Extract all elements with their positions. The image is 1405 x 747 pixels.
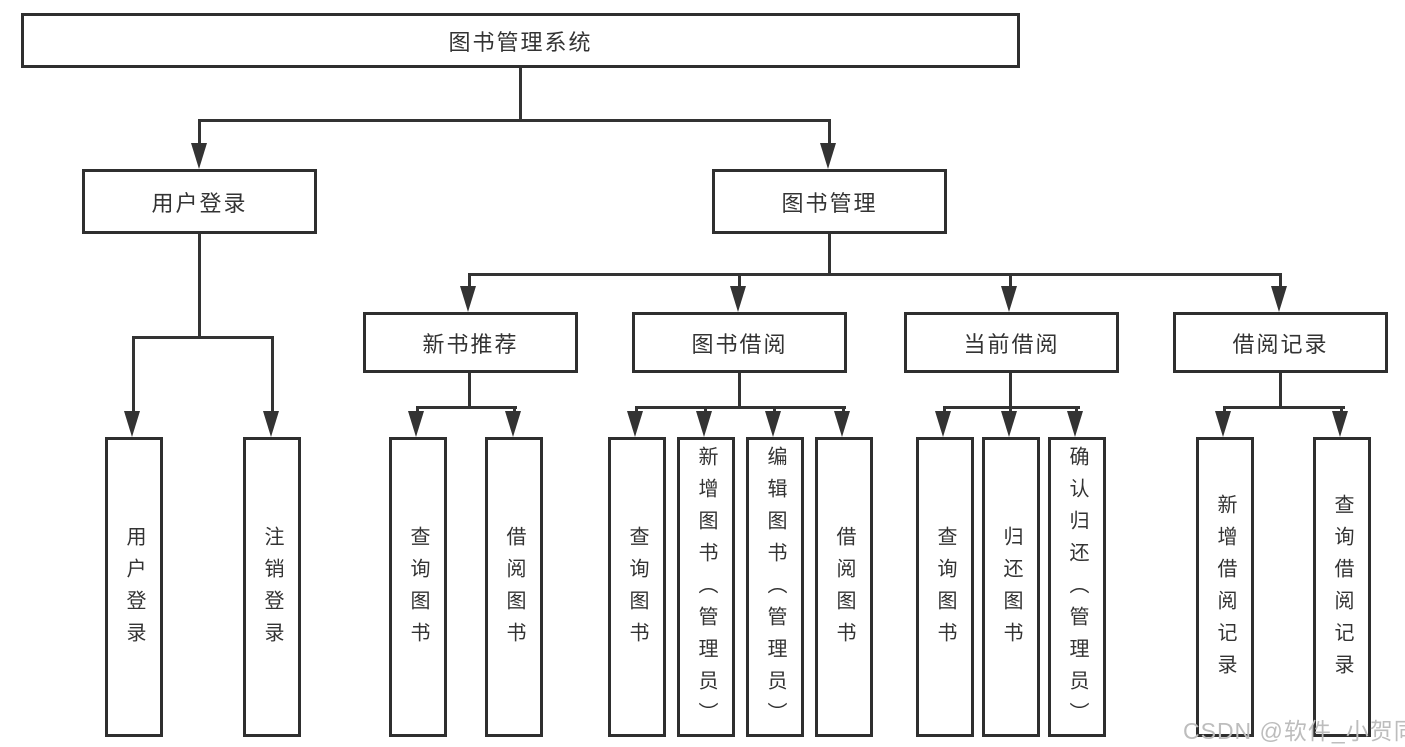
connector-line	[738, 273, 741, 286]
arrow-down-icon	[191, 143, 207, 169]
leaf-edit-books-admin: 编辑图书（管理员）	[746, 437, 804, 737]
leaf-query-books-recommend: 查询图书	[389, 437, 447, 737]
connector-line	[1223, 406, 1226, 413]
connector-line	[416, 406, 419, 413]
leaf-borrow-books-recommend: 借阅图书	[485, 437, 543, 737]
connector-line	[1223, 406, 1345, 409]
connector-line	[132, 336, 135, 413]
node-borrow-records: 借阅记录	[1173, 312, 1388, 373]
arrow-down-icon	[730, 286, 746, 312]
arrow-down-icon	[820, 143, 836, 169]
connector-line	[519, 68, 522, 119]
node-book-borrow: 图书借阅	[632, 312, 847, 373]
node-new-book-recommend: 新书推荐	[363, 312, 578, 373]
arrow-down-icon	[765, 411, 781, 437]
arrow-down-icon	[627, 411, 643, 437]
connector-line	[1279, 273, 1282, 286]
leaf-add-books-admin: 新增图书（管理员）	[677, 437, 735, 737]
connector-line	[842, 406, 845, 413]
connector-line	[1340, 406, 1343, 413]
node-current-borrow: 当前借阅	[904, 312, 1119, 373]
arrow-down-icon	[408, 411, 424, 437]
arrow-down-icon	[1001, 411, 1017, 437]
connector-line	[468, 273, 471, 286]
arrow-down-icon	[834, 411, 850, 437]
arrow-down-icon	[935, 411, 951, 437]
connector-line	[828, 119, 831, 145]
connector-line	[1009, 273, 1012, 286]
connector-line	[513, 406, 516, 413]
connector-line	[198, 119, 201, 145]
arrow-down-icon	[460, 286, 476, 312]
arrow-down-icon	[1067, 411, 1083, 437]
connector-line	[635, 406, 846, 409]
leaf-query-books-current: 查询图书	[916, 437, 974, 737]
leaf-query-borrow-record: 查询借阅记录	[1313, 437, 1371, 737]
connector-line	[132, 336, 273, 339]
leaf-confirm-return-admin: 确认归还（管理员）	[1048, 437, 1106, 737]
connector-line	[828, 234, 831, 273]
arrow-down-icon	[696, 411, 712, 437]
connector-line	[468, 273, 1282, 276]
connector-line	[773, 406, 776, 413]
connector-line	[1279, 373, 1282, 406]
connector-line	[271, 336, 274, 413]
arrow-down-icon	[505, 411, 521, 437]
leaf-query-books-borrow: 查询图书	[608, 437, 666, 737]
connector-line	[738, 373, 741, 406]
connector-line	[1009, 406, 1012, 413]
connector-line	[198, 234, 201, 336]
node-root-library-system: 图书管理系统	[21, 13, 1020, 68]
leaf-user-login: 用户登录	[105, 437, 163, 737]
arrow-down-icon	[263, 411, 279, 437]
connector-line	[635, 406, 638, 413]
node-book-management: 图书管理	[712, 169, 947, 234]
leaf-add-borrow-record: 新增借阅记录	[1196, 437, 1254, 737]
arrow-down-icon	[124, 411, 140, 437]
connector-line	[468, 373, 471, 406]
arrow-down-icon	[1001, 286, 1017, 312]
node-user-login: 用户登录	[82, 169, 317, 234]
connector-line	[1009, 373, 1012, 406]
connector-line	[416, 406, 517, 409]
connector-line	[198, 119, 831, 122]
csdn-watermark: CSDN @软件_小贺同学	[1183, 718, 1405, 744]
connector-line	[1075, 406, 1078, 413]
arrow-down-icon	[1332, 411, 1348, 437]
leaf-return-books: 归还图书	[982, 437, 1040, 737]
arrow-down-icon	[1271, 286, 1287, 312]
connector-line	[704, 406, 707, 413]
arrow-down-icon	[1215, 411, 1231, 437]
leaf-logout: 注销登录	[243, 437, 301, 737]
leaf-borrow-books: 借阅图书	[815, 437, 873, 737]
connector-line	[943, 406, 946, 413]
